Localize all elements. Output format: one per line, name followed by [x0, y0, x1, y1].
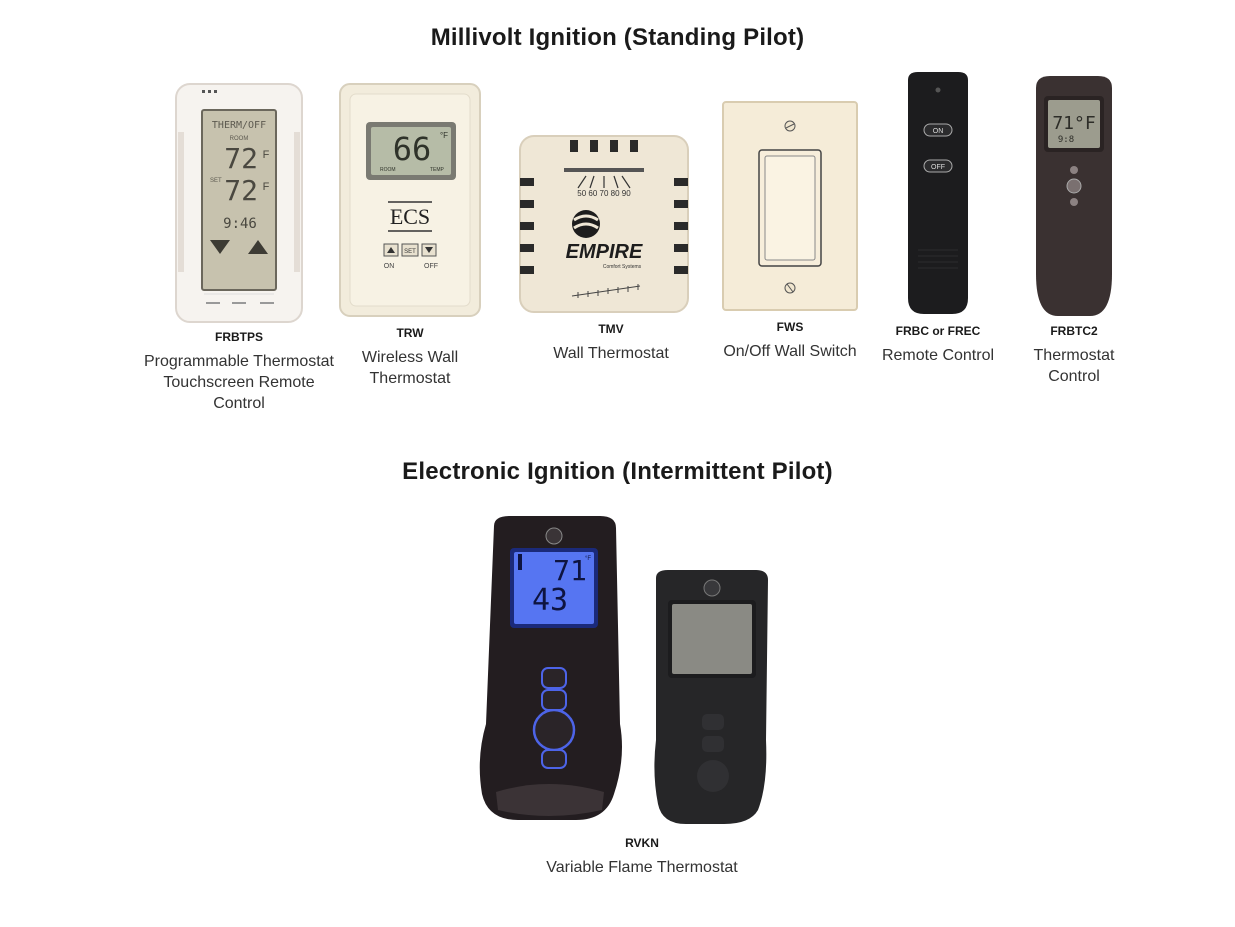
product-frbtps: FRBTPS Programmable Thermostat Touchscre… [136, 330, 342, 414]
trw-on-label: ON [384, 263, 395, 270]
frbtc2-time: 9:8 [1058, 135, 1074, 145]
frbc-off-button: OFF [931, 164, 945, 171]
trw-room-label: ROOM [380, 167, 396, 173]
product-description: Programmable Thermostat Touchscreen Remo… [144, 353, 334, 412]
trw-set-button: SET [404, 249, 416, 255]
frbtps-time: 9:46 [223, 216, 257, 232]
frbtps-set-label: SET [210, 178, 222, 184]
product-description: On/Off Wall Switch [723, 343, 857, 360]
tmv-thermostat-image: 50 60 70 80 90 EMPIRE Comfort Systems [519, 135, 689, 313]
rvkn-second: 43 [532, 583, 568, 618]
product-code: FRBC or FREC [895, 324, 981, 338]
trw-logo: ECS [390, 204, 430, 229]
tmv-brand: EMPIRE [566, 241, 643, 263]
product-code: RVKN [625, 836, 659, 850]
product-code: TMV [598, 322, 624, 336]
frbtps-room-unit: F [263, 149, 270, 161]
frbtps-remote-image: THERM/OFF ROOM 72 F SET 72 F 9:46 [175, 83, 303, 323]
product-description: Variable Flame Thermostat [546, 859, 738, 876]
rvkn-remote-image: 71 °F 43 [479, 516, 768, 824]
section-title-electronic: Electronic Ignition (Intermittent Pilot) [402, 458, 833, 485]
product-description: Wireless Wall Thermostat [361, 349, 459, 387]
product-code: FRBTPS [215, 330, 263, 344]
product-code: FWS [776, 320, 804, 334]
trw-off-label: OFF [424, 263, 438, 270]
frbc-on-button: ON [933, 128, 944, 135]
frbc-remote-image: ON OFF [908, 72, 968, 314]
frbtps-brand: THERM/OFF [212, 120, 266, 131]
frbtps-room-temp: 72 [224, 142, 258, 175]
frbtps-set-unit: F [263, 181, 270, 193]
product-code: FRBTC2 [1050, 324, 1098, 338]
product-frbc: FRBC or FREC Remote Control [868, 324, 1008, 366]
rvkn-temp: 71 [553, 554, 587, 587]
product-trw: TRW Wireless Wall Thermostat [342, 326, 478, 389]
tmv-brand-sub: Comfort Systems [603, 264, 642, 270]
frbtps-room-label: ROOM [230, 136, 249, 142]
product-fws: FWS On/Off Wall Switch [720, 320, 860, 362]
product-description: Thermostat Control [1033, 347, 1115, 385]
fws-wall-switch-image [722, 101, 858, 311]
frbtc2-remote-image: 71°F 9:8 [1036, 76, 1112, 316]
product-tmv: TMV Wall Thermostat [536, 322, 686, 364]
product-description: Wall Thermostat [553, 345, 669, 362]
trw-temp-label: TEMP [430, 167, 445, 173]
product-description: Remote Control [881, 347, 995, 364]
trw-thermostat-image: 66 °F ROOM TEMP ECS SET ON OFF [339, 83, 481, 317]
product-code: TRW [396, 326, 424, 340]
frbtc2-temp: 71°F [1052, 113, 1095, 134]
tmv-dial-scale: 50 60 70 80 90 [577, 189, 631, 198]
frbtps-set-temp: 72 [224, 174, 258, 207]
product-frbtc2: FRBTC2 Thermostat Control [1010, 324, 1138, 387]
trw-temp: 66 [393, 130, 432, 168]
product-rvkn: RVKN Variable Flame Thermostat [520, 836, 764, 878]
section-title-millivolt: Millivolt Ignition (Standing Pilot) [430, 24, 805, 51]
trw-unit: °F [440, 131, 448, 140]
rvkn-unit: °F [585, 556, 591, 562]
